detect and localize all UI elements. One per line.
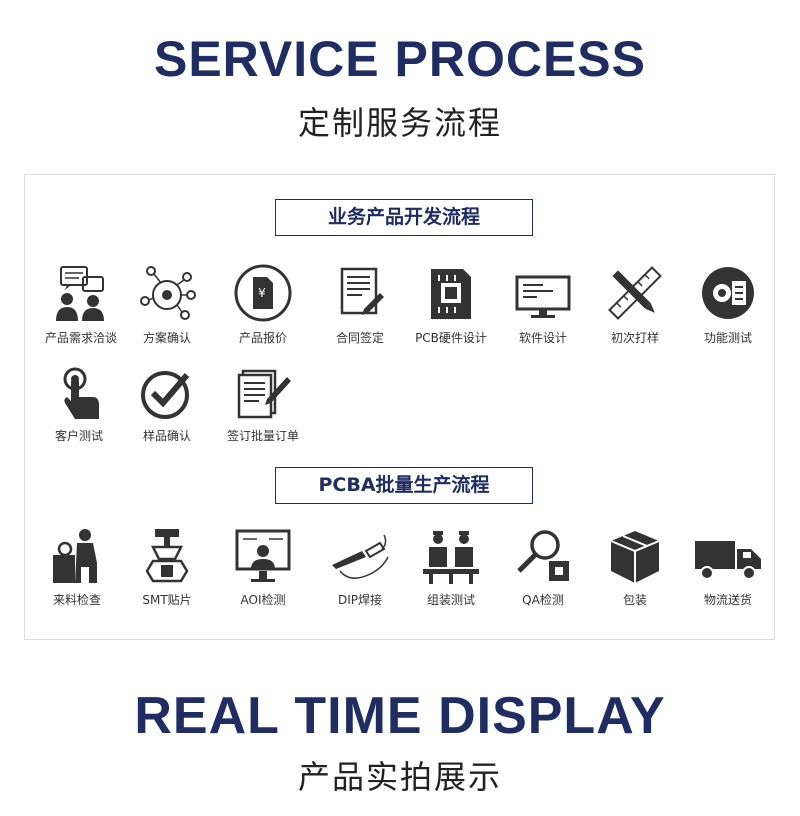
aoi-screen-icon	[235, 529, 291, 582]
step-label: 样品确认	[142, 429, 191, 443]
check-circle-icon	[141, 371, 190, 419]
step-label: SMT贴片	[142, 593, 192, 607]
magnifier-icon	[517, 530, 569, 581]
step-label: 签订批量订单	[226, 429, 299, 443]
step-function-test: 功能测试	[683, 263, 773, 346]
hand-press-icon	[63, 367, 99, 419]
step-customer-test: 客户测试	[34, 367, 124, 444]
step-contract: 合同签定	[315, 263, 405, 346]
step-label: 客户测试	[54, 429, 103, 443]
service-process-title: SERVICE PROCESS	[153, 31, 646, 87]
service-process-subtitle: 定制服务流程	[297, 104, 502, 142]
step-smt: SMT贴片	[122, 527, 212, 608]
inspector-box-icon	[53, 529, 97, 583]
monitor-code-icon	[515, 275, 571, 318]
process-panel: 业务产品开发流程 产品需求洽谈	[24, 174, 775, 640]
step-batch-order: 签订批量订单	[218, 367, 308, 444]
ruler-pencil-icon	[608, 266, 662, 320]
step-label: PCB硬件设计	[415, 331, 487, 345]
order-sign-icon	[237, 369, 291, 419]
step-assembly-test: 组装测试	[406, 527, 496, 608]
step-first-sample: 初次打样	[590, 263, 680, 346]
step-pcb-design: PCB硬件设计	[406, 263, 496, 346]
delivery-truck-icon	[695, 541, 761, 580]
step-label: 软件设计	[518, 331, 567, 345]
step-label: 产品需求洽谈	[44, 331, 117, 345]
contract-sign-icon	[340, 267, 384, 315]
step-dip: DIP焊接	[315, 527, 405, 608]
step-sample-confirm: 样品确认	[122, 367, 212, 444]
workers-icon	[423, 531, 479, 584]
step-label: DIP焊接	[337, 593, 383, 607]
network-icon	[140, 266, 196, 320]
package-box-icon	[610, 531, 660, 583]
step-requirement-consultation: 产品需求洽谈	[36, 263, 126, 346]
step-label: QA检测	[522, 593, 564, 607]
consultation-icon	[56, 266, 104, 321]
step-aoi: AOI检测	[218, 527, 308, 608]
svg-text:¥: ¥	[258, 286, 266, 300]
chip-card-icon	[431, 269, 471, 319]
quote-document-icon: ¥	[234, 264, 292, 322]
step-quotation: ¥ 产品报价	[218, 263, 308, 346]
step-label: 组装测试	[426, 593, 475, 607]
smt-machine-icon	[145, 529, 189, 583]
step-incoming-inspection: 来料检查	[32, 527, 122, 608]
step-label: 来料检查	[52, 593, 101, 607]
step-label: AOI检测	[240, 593, 286, 607]
step-qa: QA检测	[498, 527, 588, 608]
step-delivery: 物流送货	[683, 527, 773, 608]
step-label: 合同签定	[335, 331, 384, 345]
step-plan-confirm: 方案确认	[122, 263, 212, 346]
step-label: 产品报价	[238, 331, 287, 345]
step-label: 方案确认	[142, 331, 191, 345]
real-time-display-title: REAL TIME DISPLAY	[134, 687, 666, 745]
step-label: 包装	[622, 593, 647, 607]
production-process-label: PCBA批量生产流程	[275, 467, 533, 504]
dev-process-label: 业务产品开发流程	[275, 199, 533, 236]
real-time-display-subtitle: 产品实拍展示	[297, 758, 502, 796]
soldering-iron-icon	[332, 534, 389, 579]
gear-list-icon	[702, 267, 754, 319]
step-software-design: 软件设计	[498, 263, 588, 346]
step-label: 物流送货	[703, 593, 752, 607]
step-label: 初次打样	[610, 331, 659, 345]
step-label: 功能测试	[703, 331, 752, 345]
step-packaging: 包装	[590, 527, 680, 608]
